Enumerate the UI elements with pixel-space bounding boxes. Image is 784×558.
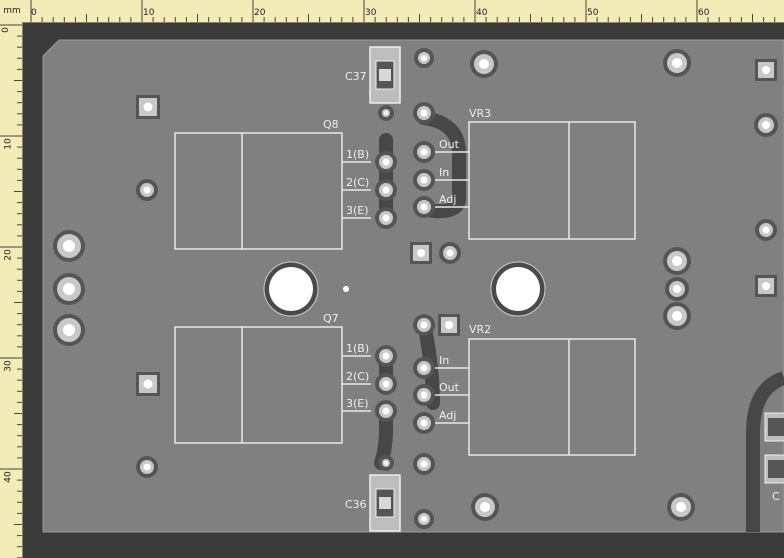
round-pad[interactable]	[413, 357, 435, 379]
square-pad[interactable]	[438, 314, 460, 336]
vertical-ruler[interactable]	[0, 0, 23, 558]
edge-component[interactable]	[746, 371, 784, 532]
edge-label: C	[772, 490, 780, 503]
c36-component[interactable]	[369, 474, 401, 532]
round-pad[interactable]	[378, 105, 394, 121]
round-pad[interactable]	[414, 509, 434, 529]
pcb-canvas[interactable]: Q8 1(B) 2(C) 3(E) Q7 1(B) 2(C) 3(E) VR3 …	[23, 23, 784, 558]
vr2-pin-label: In	[439, 354, 449, 367]
q8-label: Q8	[323, 118, 339, 131]
copper-pour	[42, 39, 784, 533]
q8-component[interactable]	[174, 132, 371, 250]
round-pad[interactable]	[136, 456, 158, 478]
round-pad[interactable]	[413, 196, 435, 218]
round-pad[interactable]	[413, 412, 435, 434]
mounting-hole[interactable]	[263, 261, 319, 317]
round-pad[interactable]	[663, 247, 691, 275]
vr2-pin-label: Out	[439, 381, 460, 394]
ruler-h-label: 0	[31, 8, 37, 18]
round-pad[interactable]	[375, 179, 397, 201]
round-pad[interactable]	[375, 345, 397, 367]
round-pad[interactable]	[375, 400, 397, 422]
round-pad[interactable]	[470, 50, 498, 78]
ruler-unit: mm	[0, 0, 24, 22]
round-pad[interactable]	[755, 219, 777, 241]
q7-label: Q7	[323, 312, 339, 325]
mounting-hole[interactable]	[490, 261, 546, 317]
round-pad[interactable]	[413, 453, 435, 475]
q8-pin-label: 2(C)	[346, 176, 369, 189]
square-pad[interactable]	[755, 275, 777, 297]
round-pad[interactable]	[53, 314, 85, 346]
round-pad[interactable]	[667, 493, 695, 521]
ruler-h-label: 60	[698, 8, 710, 18]
vr3-pin-label: In	[439, 166, 449, 179]
q7-pin-label: 1(B)	[346, 342, 369, 355]
square-pad[interactable]	[136, 372, 160, 396]
vr3-component[interactable]	[435, 121, 636, 240]
c36-label: C36	[345, 498, 367, 511]
vr3-pin-label: Adj	[439, 193, 456, 206]
q7-pin-label: 2(C)	[346, 370, 369, 383]
round-pad[interactable]	[663, 302, 691, 330]
round-pad[interactable]	[375, 373, 397, 395]
via[interactable]	[343, 286, 349, 292]
vr2-label: VR2	[469, 323, 491, 336]
ruler-h-label: 40	[476, 8, 488, 18]
round-pad[interactable]	[413, 169, 435, 191]
round-pad[interactable]	[471, 493, 499, 521]
round-pad[interactable]	[378, 455, 394, 471]
vr2-component[interactable]	[435, 338, 636, 456]
q8-pin-label: 3(E)	[346, 204, 369, 217]
round-pad[interactable]	[413, 384, 435, 406]
ruler-h-label: 20	[254, 8, 266, 18]
vr3-pin-label: Out	[439, 138, 460, 151]
round-pad[interactable]	[439, 242, 461, 264]
q8-pin-label: 1(B)	[346, 148, 369, 161]
round-pad[interactable]	[136, 179, 158, 201]
c37-component[interactable]	[369, 46, 401, 104]
round-pad[interactable]	[375, 151, 397, 173]
round-pad[interactable]	[53, 230, 85, 262]
c37-label: C37	[345, 70, 367, 83]
ruler-h-label: 50	[587, 8, 599, 18]
round-pad[interactable]	[663, 49, 691, 77]
vr2-pin-label: Adj	[439, 409, 456, 422]
round-pad[interactable]	[375, 207, 397, 229]
square-pad[interactable]	[136, 95, 160, 119]
square-pad[interactable]	[410, 242, 432, 264]
round-pad[interactable]	[413, 102, 435, 124]
q7-pin-label: 3(E)	[346, 397, 369, 410]
square-pad[interactable]	[755, 59, 777, 81]
round-pad[interactable]	[754, 113, 778, 137]
round-pad[interactable]	[413, 314, 435, 336]
round-pad[interactable]	[665, 277, 689, 301]
round-pad[interactable]	[414, 48, 434, 68]
ruler-h-label: 10	[143, 8, 155, 18]
round-pad[interactable]	[413, 141, 435, 163]
round-pad[interactable]	[53, 273, 85, 305]
ruler-h-label: 30	[365, 8, 377, 18]
q7-component[interactable]	[174, 326, 371, 444]
vr3-label: VR3	[469, 107, 491, 120]
horizontal-ruler[interactable]	[0, 0, 784, 23]
